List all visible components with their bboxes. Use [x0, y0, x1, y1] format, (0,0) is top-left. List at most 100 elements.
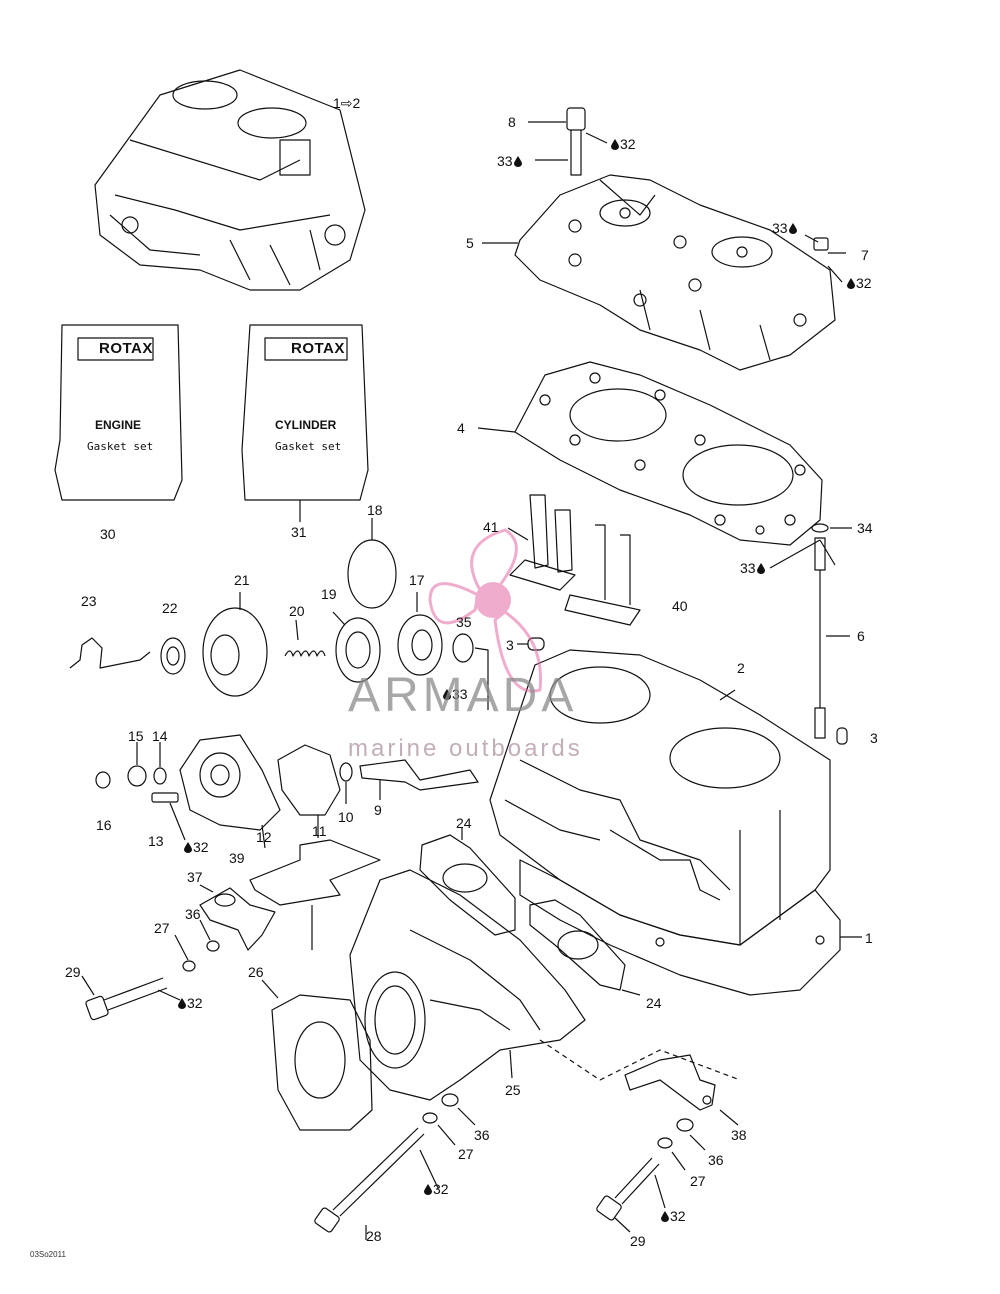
oil-drop-icon: [611, 139, 619, 150]
oil-drop-icon: [424, 1184, 432, 1195]
bracket-38-drawing: [539, 1039, 741, 1126]
parts-40-41-drawing: [507, 494, 641, 626]
callout-32-screw: 32: [183, 839, 209, 855]
cylinder-card-title: CYLINDER: [275, 418, 337, 432]
callout-23: 23: [81, 593, 97, 609]
callout-33-bolt: 33: [497, 153, 523, 169]
cylinder-head-drawing: [482, 174, 846, 371]
callout-36-mid: 36: [474, 1127, 490, 1143]
o-ring-18-drawing: [347, 539, 397, 609]
oil-drop-icon: [184, 842, 192, 853]
oil-drop-icon: [788, 223, 797, 234]
o-ring-10-drawing: [339, 762, 353, 782]
part-22-drawing: [160, 637, 186, 675]
callout-32-bolt28: 32: [423, 1181, 449, 1197]
part-17-drawing: [397, 592, 443, 676]
engine-card-subtitle: Gasket set: [87, 440, 154, 453]
callout-1-to-2: 1⇨2: [333, 95, 361, 111]
callout-33-stud: 33: [740, 560, 766, 576]
stud-6-drawing: [769, 523, 852, 739]
callout-4: 4: [457, 420, 465, 436]
callout-11: 11: [312, 823, 327, 839]
watermark-propeller-icon: [428, 528, 543, 693]
oil-drop-icon: [513, 156, 522, 167]
callout-26: 26: [248, 964, 264, 980]
callout-31: 31: [291, 524, 307, 540]
callout-3-right: 3: [870, 730, 878, 746]
callout-32-bolt: 32: [610, 136, 636, 152]
gasket-11-drawing: [277, 744, 341, 816]
callout-22: 22: [162, 600, 178, 616]
oil-drop-icon: [178, 998, 186, 1009]
callout-12: 12: [256, 829, 272, 845]
callout-27-left: 27: [154, 920, 170, 936]
callout-21: 21: [234, 572, 250, 588]
o-ring-35-drawing: [452, 633, 474, 663]
parts-14-15-16-drawing: [95, 742, 167, 789]
cylinder-card-subtitle: Gasket set: [275, 440, 342, 453]
callout-27-mid: 27: [458, 1146, 474, 1162]
spring-20-drawing: [284, 650, 326, 657]
callout-29-left: 29: [65, 964, 81, 980]
callout-15: 15: [128, 728, 144, 744]
callout-40: 40: [672, 598, 688, 614]
callout-6: 6: [857, 628, 865, 644]
callout-8: 8: [508, 114, 516, 130]
gasket-set-cards: [54, 324, 369, 522]
callout-17: 17: [409, 572, 425, 588]
gasket-26-drawing: [261, 979, 373, 1131]
washers-lower-drawing: [422, 1093, 706, 1171]
engine-card-logo: ROTAX: [99, 340, 153, 357]
callout-28: 28: [366, 1228, 382, 1244]
callout-16: 16: [96, 817, 112, 833]
callout-41: 41: [483, 519, 499, 535]
oil-drop-icon: [847, 278, 855, 289]
callout-18: 18: [367, 502, 383, 518]
callout-33-nut: 33: [772, 220, 798, 236]
fitting-9-drawing: [359, 759, 479, 791]
oil-drop-icon: [661, 1211, 669, 1222]
callout-10: 10: [338, 809, 354, 825]
bolt-8-drawing: [528, 107, 608, 176]
pump-housing-12-drawing: [179, 734, 281, 849]
figure-reference: 03So2011: [30, 1250, 66, 1259]
callout-27-right: 27: [690, 1173, 706, 1189]
cylinder-card-logo: ROTAX: [291, 340, 345, 357]
callout-25: 25: [505, 1082, 521, 1098]
base-gasket-drawing: [519, 859, 862, 996]
engine-card-title: ENGINE: [95, 418, 142, 432]
callout-14: 14: [152, 728, 168, 744]
watermark-brand: ARMADA: [348, 669, 578, 722]
callout-32-bolt29b: 32: [660, 1208, 686, 1224]
screw-13-drawing: [151, 792, 186, 841]
head-gasket-drawing: [477, 361, 823, 546]
callout-24-right: 24: [646, 995, 662, 1011]
callout-29-right: 29: [630, 1233, 646, 1249]
callout-13: 13: [148, 833, 164, 849]
cover-21-drawing: [202, 592, 268, 697]
manifold-25-drawing: [349, 869, 586, 1101]
callout-3-dowel: 3: [506, 637, 514, 653]
parts-27-36-37-39-drawing: [174, 839, 381, 972]
callout-37: 37: [187, 869, 203, 885]
callout-35: 35: [456, 614, 472, 630]
callout-32-bolt29: 32: [177, 995, 203, 1011]
callout-20: 20: [289, 603, 305, 619]
callout-32-nut: 32: [846, 275, 872, 291]
callout-36-left: 36: [185, 906, 201, 922]
callout-7: 7: [861, 247, 869, 263]
part-19-drawing: [332, 611, 381, 683]
gasket-24-drawing: [419, 828, 641, 996]
callout-39: 39: [229, 850, 245, 866]
callout-38: 38: [731, 1127, 747, 1143]
callout-33-cover: 33: [442, 686, 468, 702]
callout-1: 1: [865, 930, 873, 946]
bolt-28-drawing: [314, 1127, 439, 1240]
callout-5: 5: [466, 235, 474, 251]
spring-clip-23-drawing: [69, 637, 151, 669]
bolt-29-drawing: [81, 975, 181, 1021]
engine-block-drawing: [94, 69, 366, 291]
callout-36-right: 36: [708, 1152, 724, 1168]
